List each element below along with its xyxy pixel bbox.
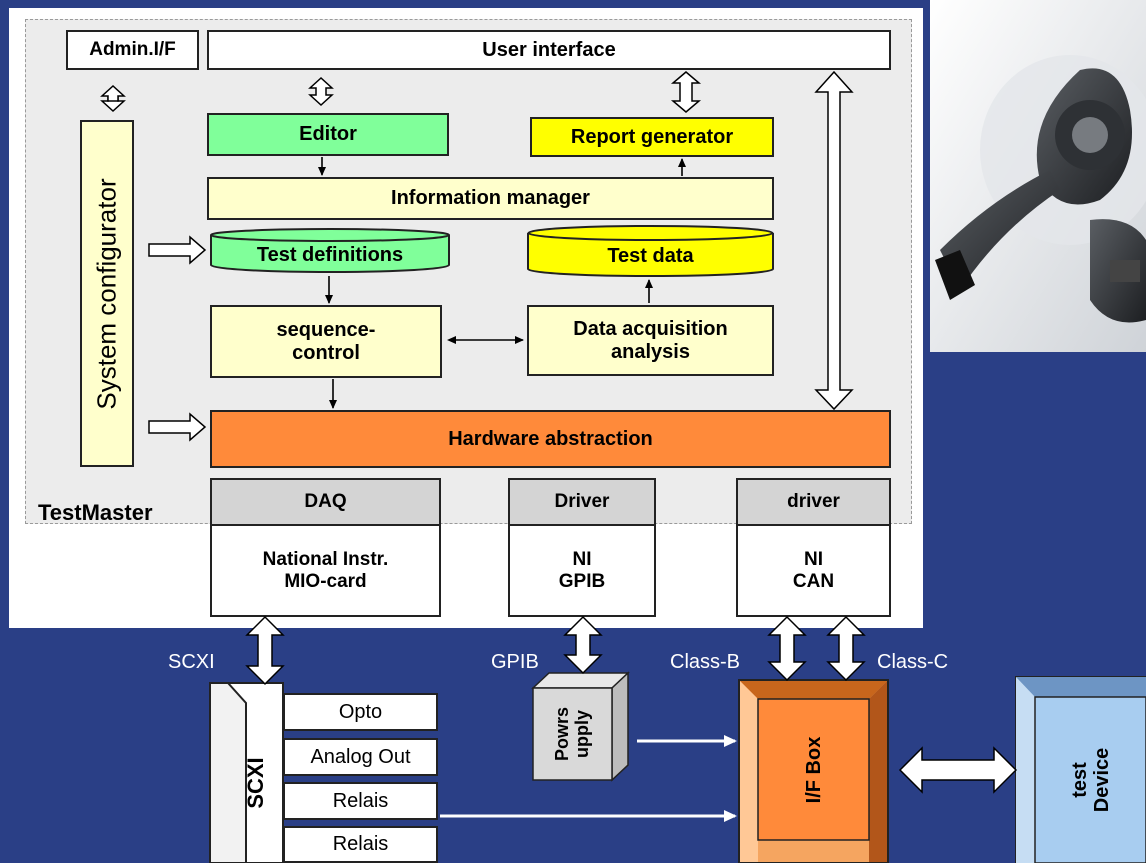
gpib-driver-header: Driver	[508, 478, 656, 526]
can-driver-header: driver	[736, 478, 891, 526]
gpib-bus-label: GPIB	[491, 651, 539, 673]
scxi-module-analog-out: Analog Out	[283, 738, 438, 776]
product-photo	[930, 0, 1146, 352]
sequence-control-box: sequence- control	[210, 305, 442, 378]
can-driver-body: NI CAN	[736, 524, 891, 617]
admin-if-box: Admin.I/F	[66, 30, 199, 70]
scxi-module-opto: Opto	[283, 693, 438, 731]
hardware-abstraction-box: Hardware abstraction	[210, 410, 891, 468]
scxi-module-relais-2: Relais	[283, 826, 438, 863]
double-arrows	[100, 70, 1018, 794]
data-acquisition-box: Data acquisition analysis	[527, 305, 774, 376]
scxi-bus-label: SCXI	[168, 651, 215, 673]
class-b-label: Class-B	[670, 651, 741, 673]
report-generator-box: Report generator	[530, 117, 774, 157]
test-definitions-label: Test definitions	[256, 243, 404, 266]
test-definitions-db: Test definitions	[210, 228, 450, 274]
user-interface-box: User interface	[207, 30, 891, 70]
information-manager-box: Information manager	[207, 177, 774, 220]
scxi-module-relais-1: Relais	[283, 782, 438, 820]
gpib-driver-body: NI GPIB	[508, 524, 656, 617]
daq-header: DAQ	[210, 478, 441, 526]
system-configurator-box: System configurator	[80, 120, 134, 467]
testmaster-label: TestMaster	[38, 500, 153, 525]
test-data-label: Test data	[607, 245, 694, 267]
class-c-label: Class-C	[877, 651, 949, 673]
editor-box: Editor	[207, 113, 449, 156]
daq-body: National Instr. MIO-card	[210, 524, 441, 617]
test-data-db: Test data	[527, 225, 774, 278]
